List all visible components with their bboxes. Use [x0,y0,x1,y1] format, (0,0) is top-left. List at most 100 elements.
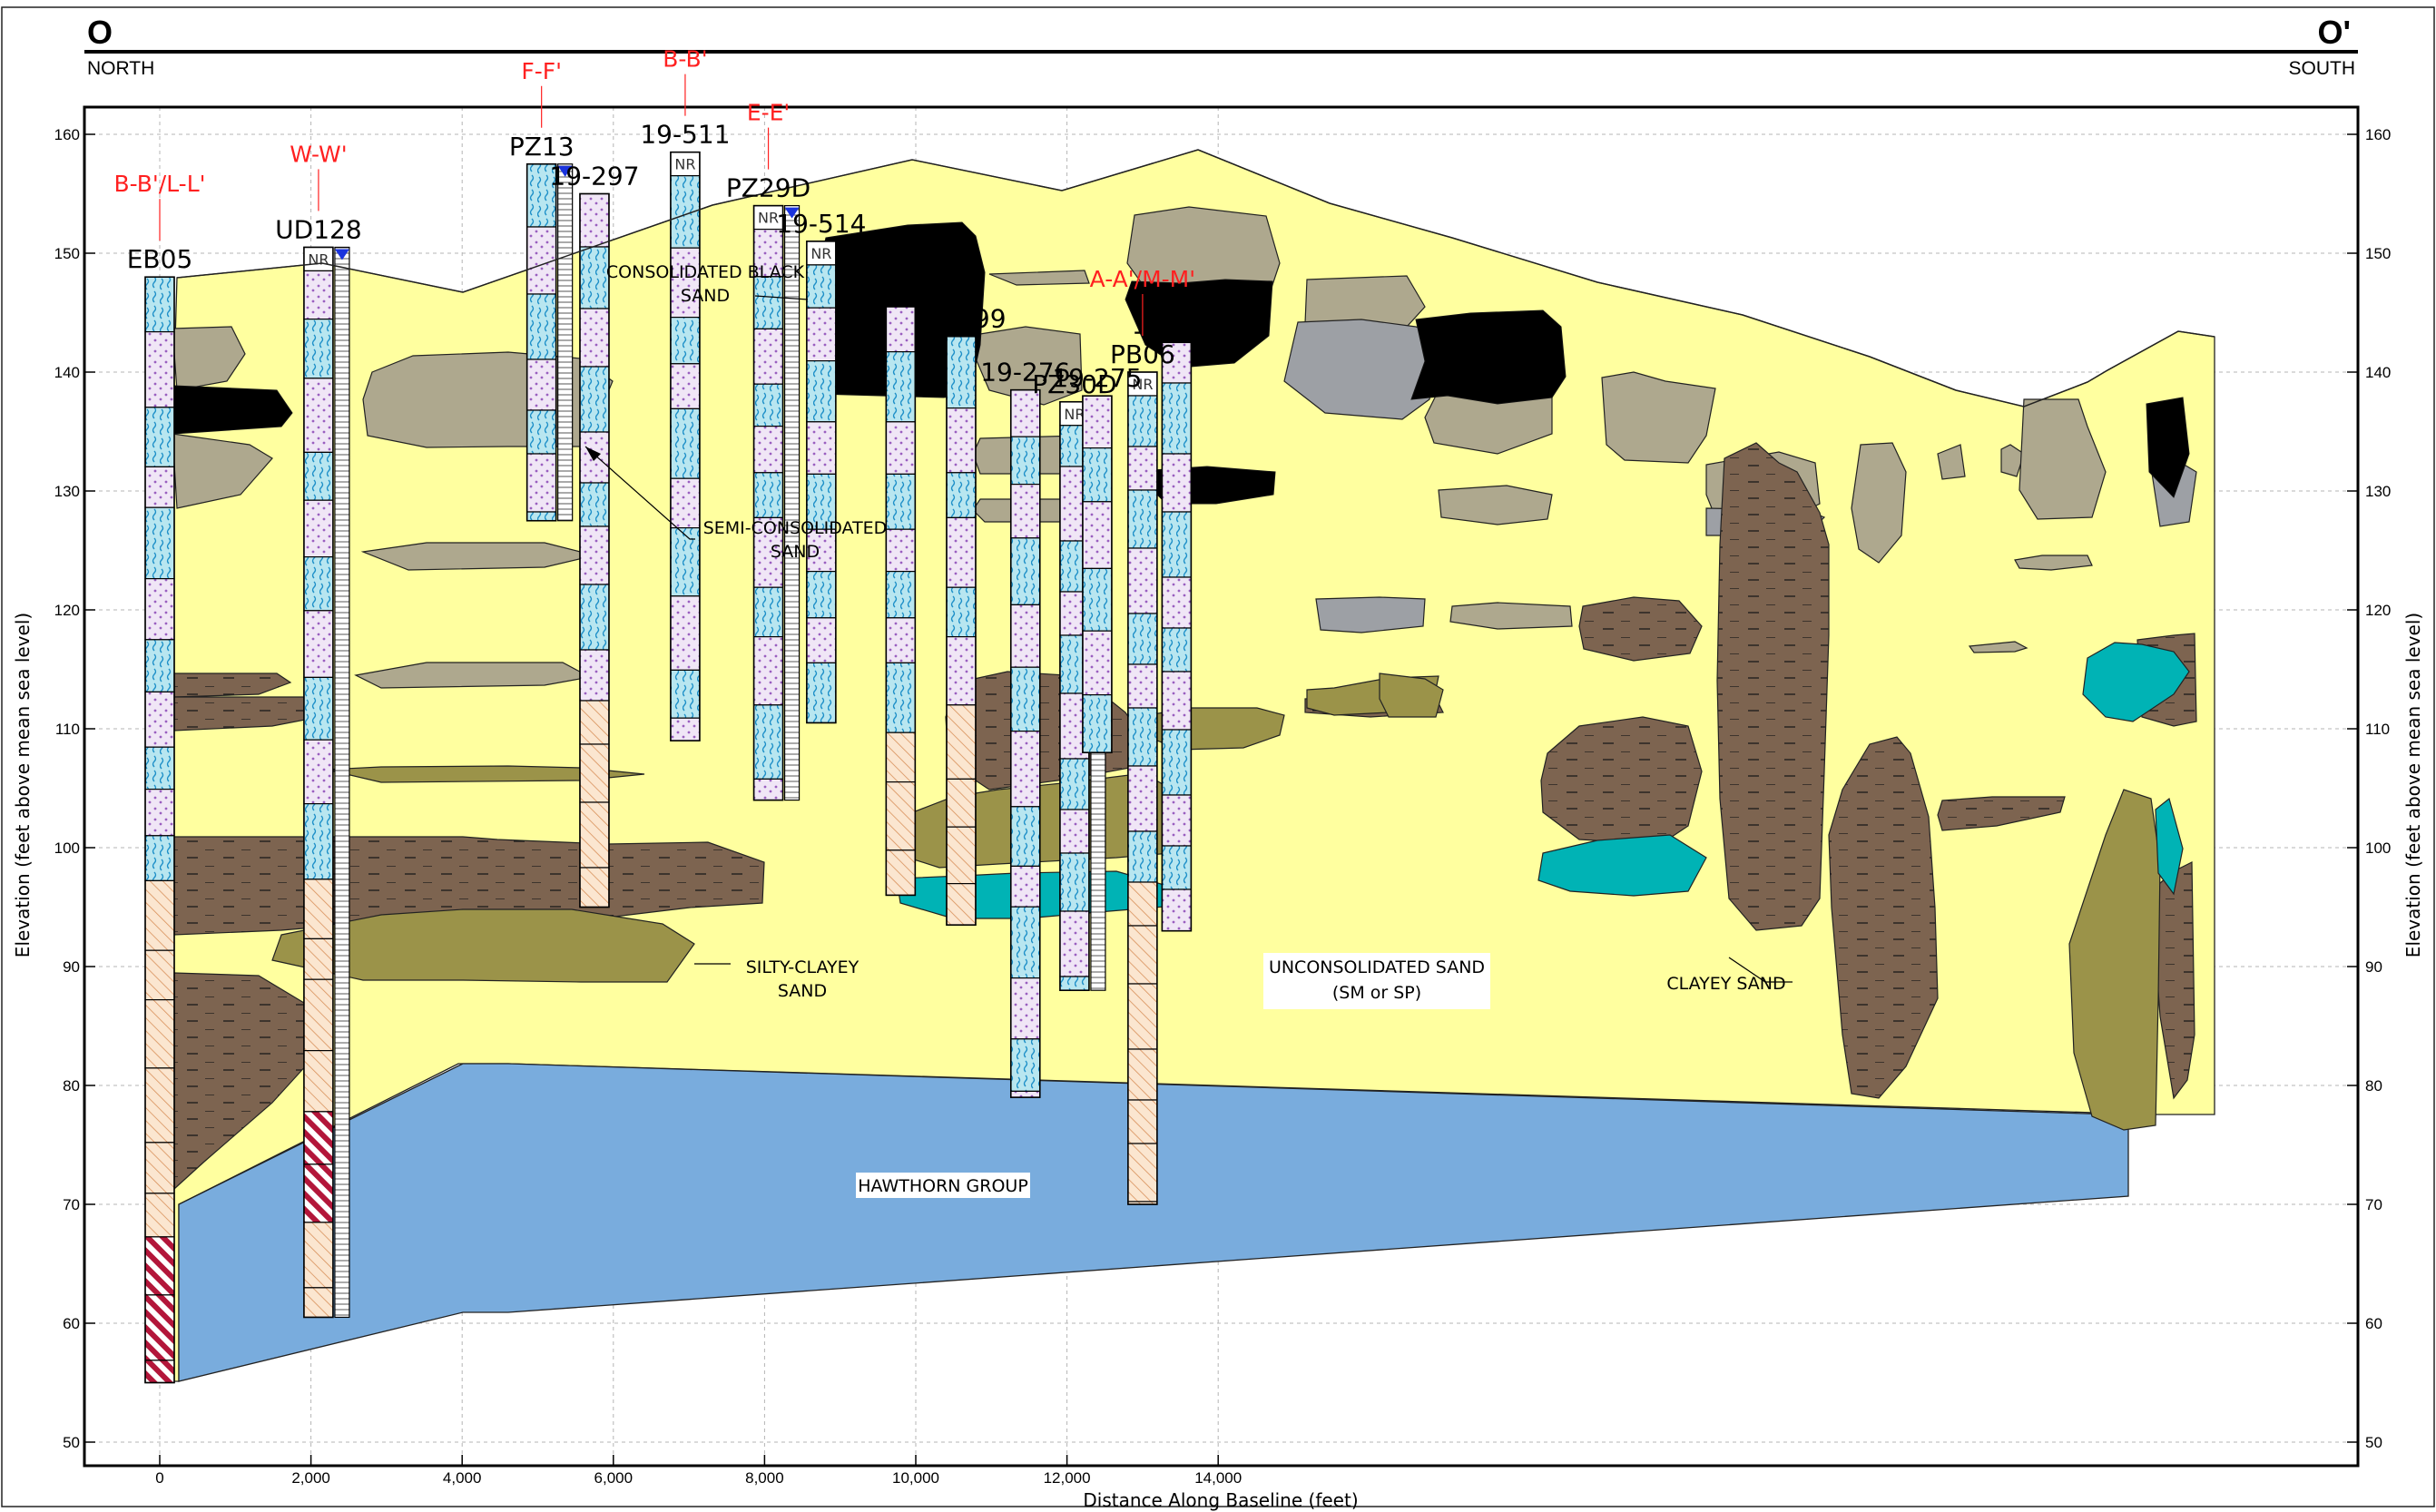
y-tick-label-right: 60 [2365,1315,2382,1332]
x-tick-label: 8,000 [745,1469,784,1487]
y-tick-label-left: 100 [54,839,80,857]
y-tick-label-left: 140 [54,364,80,381]
south-label: SOUTH [2289,58,2356,79]
well-column-19-273 [1161,341,1193,932]
plot-area: NR NR NR NR NR NR [84,107,2358,1466]
y-tick-label-left: 130 [54,483,80,500]
unit-labels: CONSOLIDATED BLACK SAND SEMI-CONSOLIDATE… [584,262,1793,1198]
y-axis-label-left: Elevation (feet above mean sea level) [12,613,34,957]
well-label: EB05 [127,244,193,274]
well-column-PB06: NR [1127,371,1158,1205]
semi-consolidated-sand-label-line1: SEMI-CONSOLIDATED [703,518,888,538]
semi-consolidated-sand-lenses [172,206,2107,689]
x-axis-label: Distance Along Baseline (feet) [1083,1489,1358,1511]
well-column-19-297 [579,192,610,908]
y-tick-label-right: 110 [2365,721,2390,738]
ground-surface-line [176,149,2215,407]
plot-frame [83,105,2360,1468]
axes: 0 2,000 4,000 6,000 8,000 10,000 12,000 14,000 5… [54,126,2392,1487]
well-column-19-299 [946,335,977,926]
section-reference-label: B-B'/L-L' [113,171,205,197]
section-reference-label: F-F' [521,58,562,84]
y-tick-label-right: 150 [2365,245,2391,262]
y-tick-label-left: 160 [54,126,80,143]
x-tick-label: 4,000 [443,1469,482,1487]
y-tick-label-left: 60 [63,1315,80,1332]
well-column-19-279 [885,306,917,897]
no-recovery-label: NR [1132,376,1153,393]
no-recovery-label: NR [810,245,831,262]
well-label: PB06 [1110,339,1175,369]
no-recovery-label: NR [674,156,695,173]
unconsolidated-sand-label-line1: UNCONSOLIDATED SAND [1269,957,1485,977]
y-tick-label-left: 120 [54,602,80,619]
y-axis-label-right: Elevation (feet above mean sea level) [2402,613,2424,957]
x-tick-label: 0 [155,1469,163,1487]
y-tick-label-right: 140 [2365,364,2391,381]
section-reference-label: W-W' [290,141,347,167]
y-tick-label-right: 100 [2365,839,2391,857]
outer-frame [1,6,2435,1507]
x-tick-label: 2,000 [291,1469,330,1487]
y-tick-label-left: 110 [55,721,80,738]
no-recovery-label: NR [308,250,329,268]
piezometer-casing [557,163,574,522]
y-tick-label-right: 90 [2365,958,2382,976]
unconsolidated-sand-label-line2: (SM or SP) [1332,983,1421,1003]
well-column-19-514: NR [806,241,837,724]
well-label: 19-279 [856,274,946,304]
x-tick-label: 10,000 [892,1469,939,1487]
well-column-PZ13 [526,162,574,522]
x-tick-label: 14,000 [1194,1469,1242,1487]
x-tick-label: 6,000 [594,1469,634,1487]
no-recovery-label: NR [1064,406,1085,423]
well-label: 19-273 [1132,309,1222,339]
section-start-label: O [87,14,113,51]
well-column-UD128: NR [303,246,350,1319]
section-reference-label: A-A'/M-M' [1090,266,1195,292]
water-level-marker [784,207,800,219]
silty-clayey-sand-label-line1: SILTY-CLAYEY [746,957,859,977]
y-tick-label-right: 130 [2365,483,2391,500]
water-level-marker [557,165,573,177]
well-label: PZ30D [1032,369,1116,399]
well-label: 19-514 [776,209,866,239]
y-tick-label-right: 160 [2365,126,2391,143]
well-label: UD128 [275,214,362,244]
well-label: PZ13 [509,132,575,162]
well-column-EB05 [144,276,175,1384]
section-reference-label: B-B' [663,46,707,73]
well-label: 19-276 [980,358,1070,388]
y-tick-label-left: 150 [54,245,80,262]
well-column-19-276 [1009,388,1041,1098]
north-label: NORTH [87,58,154,79]
well-label: 19-299 [916,304,1006,334]
well-label: 19-511 [640,120,730,150]
section-end-label: O' [2317,14,2351,51]
consolidated-black-sand-label-line2: SAND [681,286,730,306]
y-tick-label-left: 70 [63,1196,80,1213]
hawthorn-group-label: HAWTHORN GROUP [858,1176,1028,1196]
hawthorn-group-unit [178,1063,2129,1382]
no-recovery-label: NR [758,210,779,227]
well-label: 19-297 [549,162,639,191]
well-column-19-275 [1082,395,1113,754]
y-tick-label-left: 80 [63,1077,80,1095]
section-reference-label: E-E' [747,100,791,126]
piezometer-casing [783,205,801,801]
well-label: 19-275 [1052,363,1142,393]
water-level-marker [334,249,349,260]
well-label: PZ29D [726,173,810,203]
x-tick-label: 12,000 [1044,1469,1091,1487]
consolidated-black-sand-label-line1: CONSOLIDATED BLACK [606,262,805,282]
y-tick-label-right: 50 [2365,1434,2382,1451]
semi-consolidated-sand-label-line2: SAND [771,542,820,562]
y-tick-label-right: 80 [2365,1077,2382,1095]
clayey-sand-label: CLAYEY SAND [1666,974,1785,994]
silty-clayey-sand-label-line2: SAND [778,981,827,1001]
y-tick-label-left: 50 [63,1434,80,1451]
y-tick-label-left: 90 [63,958,80,976]
well-column-PZ29D: NR [752,204,801,801]
